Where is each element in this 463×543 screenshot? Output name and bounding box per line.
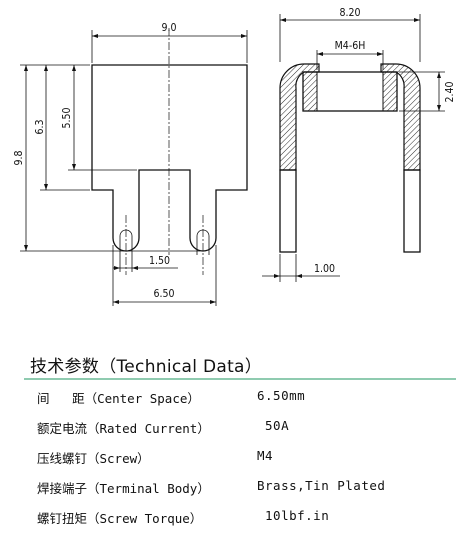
spec-label: 额定电流（Rated Current） xyxy=(37,421,210,436)
spec-value: 10lbf.in xyxy=(257,508,330,523)
spec-value: Brass,Tin Plated xyxy=(257,478,386,493)
side-view: 8.20 M4-6H 2.40 1.00 xyxy=(262,7,456,282)
spec-label: 压线螺钉（Screw） xyxy=(37,451,150,466)
spec-label: 间 距（Center Space） xyxy=(37,391,200,406)
dim-mid-height: 6.3 xyxy=(34,119,46,134)
front-view: 9.0 9.8 6.3 5.50 1.50 6.50 xyxy=(13,22,248,306)
dim-side-width: 8.20 xyxy=(339,7,360,19)
dim-thickness: 1.00 xyxy=(314,263,335,275)
technical-drawing: 9.0 9.8 6.3 5.50 1.50 6.50 xyxy=(13,7,456,306)
spec-value: M4 xyxy=(257,448,274,463)
side-view-right-leg xyxy=(403,169,421,253)
dim-nut-height: 2.40 xyxy=(444,81,456,102)
dim-slot-width: 1.50 xyxy=(149,255,170,267)
spec-label: 螺钉扭矩（Screw Torque） xyxy=(37,511,203,526)
dim-thread: M4-6H xyxy=(335,40,366,52)
dim-body-height: 5.50 xyxy=(61,107,73,128)
spec-title: 技术参数（Technical Data） xyxy=(30,357,263,377)
side-view-nut xyxy=(302,71,398,112)
dim-overall-height: 9.8 xyxy=(13,150,25,165)
dim-top-width: 9.0 xyxy=(161,22,176,34)
spec-label: 焊接端子（Terminal Body） xyxy=(37,481,210,496)
side-view-left-leg xyxy=(279,169,297,253)
spec-divider xyxy=(24,378,456,380)
dim-pin-spacing: 6.50 xyxy=(153,288,174,300)
spec-value: 50A xyxy=(257,418,290,433)
spec-value: 6.50mm xyxy=(257,388,306,403)
front-view-outline xyxy=(91,64,248,252)
side-view-hatched-body xyxy=(279,63,320,171)
